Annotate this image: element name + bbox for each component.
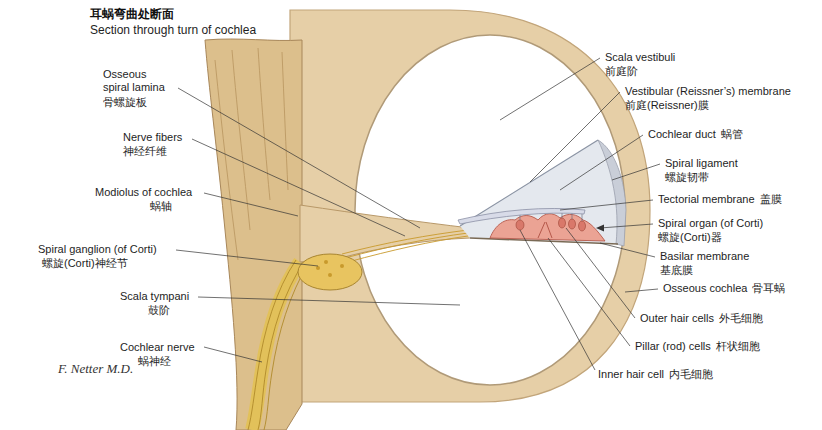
part-label: 鼓阶	[148, 304, 170, 317]
part-label: Spiral ligament	[665, 157, 738, 170]
tectorial-membrane	[458, 208, 585, 224]
cochlear-canal	[355, 35, 625, 385]
part-label: 盖膜	[760, 193, 782, 206]
organ-of-corti	[490, 214, 605, 241]
arrowhead	[596, 225, 604, 232]
part-label: Spiral ganglion (of Corti)	[38, 243, 157, 256]
part-label: Spiral organ (of Corti)	[658, 217, 763, 230]
part-label: Scala vestibuli	[605, 51, 675, 64]
part-label: Inner hair cell	[598, 368, 664, 381]
ganglion-cell	[340, 264, 344, 268]
part-label: 螺旋韧带	[665, 171, 709, 184]
outer-hair-cell	[579, 221, 586, 231]
nerve-fiber-line	[248, 260, 296, 430]
texture-line	[232, 50, 250, 230]
ganglion-cell	[316, 266, 320, 270]
pillar-line	[546, 222, 552, 238]
part-label: Tectorial membrane	[658, 193, 755, 206]
cochlear-nerve-bundle	[248, 260, 308, 430]
leader-line	[500, 58, 600, 120]
part-label: Cochlear duct	[648, 128, 716, 141]
nerve-fiber-line	[342, 230, 468, 254]
leader-line	[178, 88, 420, 228]
leader-line	[612, 164, 660, 180]
part-label: Pillar (rod) cells	[635, 340, 711, 353]
part-label: 蜗管	[721, 128, 743, 141]
signature: F. Netter M.D.	[58, 362, 133, 375]
part-label: Nerve fibers	[123, 131, 182, 144]
part-label: Vestibular (Reissner’s) membrane	[625, 85, 791, 98]
part-label: 基底膜	[660, 264, 693, 277]
part-label: Modiolus of cochlea	[95, 186, 192, 199]
part-label: 骨耳蜗	[752, 282, 785, 295]
lamina-nerve-fibers	[342, 230, 468, 262]
leader-line	[192, 139, 405, 236]
hair-cells	[516, 218, 586, 231]
pillar-line	[538, 222, 545, 238]
nerve-fiber-line	[345, 233, 468, 258]
spiral-ganglion	[298, 254, 362, 290]
leader-line	[560, 135, 643, 190]
part-label: 前庭阶	[605, 65, 638, 78]
part-label: Osseous spiral lamina	[103, 68, 173, 94]
part-label: 骨螺旋板	[103, 96, 147, 109]
leader-line	[198, 297, 460, 305]
leader-line	[204, 193, 298, 216]
part-label: Osseous cochlea	[663, 282, 747, 295]
ganglion-cell	[328, 273, 332, 277]
leader-line	[600, 224, 653, 228]
part-label: Scala tympani	[120, 290, 189, 303]
texture-line	[258, 48, 270, 200]
leader-line	[560, 200, 653, 210]
part-label: 外毛细胞	[719, 312, 763, 325]
modiolus-bone	[205, 39, 302, 430]
leader-line	[530, 92, 620, 182]
diagram-title: 耳蜗弯曲处断面	[90, 7, 174, 21]
part-label: 蜗神经	[138, 355, 171, 368]
bone-texture	[215, 48, 288, 260]
outer-hair-cell	[559, 218, 566, 228]
part-label: Section through turn of cochlea	[90, 23, 256, 37]
part-label: 前庭(Reissner)膜	[625, 99, 709, 112]
texture-line	[282, 52, 288, 190]
part-label: 杆状细胞	[716, 340, 760, 353]
part-label: 内毛细胞	[669, 368, 713, 381]
cochlear-duct	[460, 140, 618, 244]
outer-hair-cell	[569, 219, 576, 229]
osseous-spiral-lamina	[300, 205, 470, 262]
leader-line	[548, 238, 630, 346]
leader-lines	[176, 58, 660, 370]
ganglion-cell	[324, 260, 328, 264]
inner-hair-cell	[516, 220, 524, 230]
part-label: 螺旋(Corti)神经节	[42, 257, 128, 270]
leader-line	[204, 347, 262, 362]
part-label: 蜗轴	[150, 200, 172, 213]
leader-line	[625, 289, 658, 292]
part-label: Basilar membrane	[660, 250, 749, 263]
pillar-cells	[538, 222, 552, 238]
nerve-fiber-line	[348, 236, 468, 262]
part-label: 螺旋(Corti)器	[658, 231, 722, 244]
part-label: Cochlear nerve	[120, 341, 195, 354]
nerve-fiber-line	[264, 264, 308, 430]
texture-line	[215, 60, 238, 260]
part-label: Outer hair cells	[640, 312, 714, 325]
leader-line	[566, 228, 635, 318]
leader-line	[520, 230, 595, 370]
ganglion-cells	[316, 260, 344, 277]
part-label: 神经纤维	[123, 145, 167, 158]
nerve-trunk	[252, 262, 300, 430]
leader-line	[176, 250, 318, 266]
leader-line	[600, 243, 655, 257]
